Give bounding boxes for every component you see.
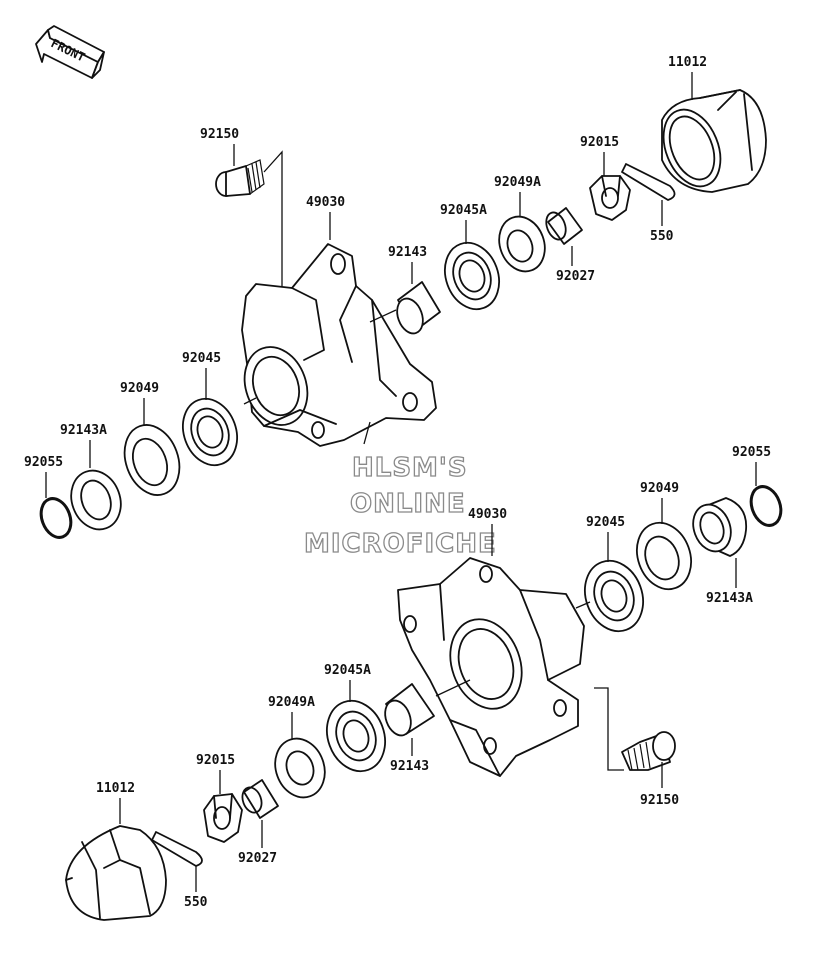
upper-bearing-92045: 92045 <box>182 351 238 467</box>
upper-cap-11012: 11012 <box>661 55 767 193</box>
lower-bearing-a-label: 92045A <box>324 663 371 678</box>
lower-cap-label: 11012 <box>96 781 135 796</box>
upper-cotter-pin-550: 550 <box>621 163 676 244</box>
lower-cap-11012: 11012 <box>65 781 167 921</box>
lower-hub-label: 49030 <box>468 507 507 522</box>
lower-cotter-label: 550 <box>184 895 208 910</box>
lower-assembly: 92055 92143A 92049 92045 <box>65 445 783 921</box>
upper-collar-label: 92143A <box>60 423 107 438</box>
watermark: HLSM'S ONLINE MICROFICHE <box>303 452 497 559</box>
lower-spacer-label: 92027 <box>238 851 277 866</box>
upper-bolt-label: 92150 <box>200 127 239 142</box>
upper-seal-label: 92049 <box>120 381 159 396</box>
upper-washer-92049a: 92049A <box>494 175 546 273</box>
watermark-line-2: ONLINE <box>350 489 466 519</box>
lower-hub-49030: 49030 <box>397 507 585 777</box>
upper-spacer-92027: 92027 <box>545 207 595 284</box>
lower-bearing-label: 92045 <box>586 515 625 530</box>
upper-bearing-92045a: 92045A <box>440 203 500 311</box>
watermark-line-1: HLSM'S <box>352 453 468 483</box>
upper-sleeve-92143: 92143 <box>388 245 441 335</box>
upper-sleeve-label: 92143 <box>388 245 427 260</box>
lower-oring-label: 92055 <box>732 445 771 460</box>
upper-oring-92055: 92055 <box>24 455 73 539</box>
watermark-line-3: MICROFICHE <box>304 529 497 559</box>
upper-collar-92143a: 92143A <box>60 423 122 531</box>
upper-bearing-a-label: 92045A <box>440 203 487 218</box>
lower-seal-92049: 92049 <box>636 481 692 591</box>
upper-nut-label: 92015 <box>580 135 619 150</box>
lower-oring-92055: 92055 <box>732 445 783 527</box>
lower-bearing-92045: 92045 <box>584 515 644 633</box>
upper-oring-label: 92055 <box>24 455 63 470</box>
lower-sleeve-label: 92143 <box>390 759 429 774</box>
lower-bearing-92045a: 92045A <box>324 663 386 773</box>
upper-hub-label: 49030 <box>306 195 345 210</box>
lower-bolt-92150: 92150 <box>594 687 679 808</box>
lower-seal-label: 92049 <box>640 481 679 496</box>
upper-bolt-92150: 92150 <box>200 127 283 290</box>
lower-spacer-92027: 92027 <box>238 779 279 866</box>
front-arrow-icon: FRONT <box>35 25 105 79</box>
lower-collar-label: 92143A <box>706 591 753 606</box>
lower-washer-92049a: 92049A <box>268 695 326 799</box>
upper-nut-92015: 92015 <box>580 135 631 221</box>
lower-washer-label: 92049A <box>268 695 315 710</box>
upper-spacer-label: 92027 <box>556 269 595 284</box>
lower-collar-92143a: 92143A <box>692 497 753 606</box>
upper-cap-label: 11012 <box>668 55 707 70</box>
lower-sleeve-92143: 92143 <box>384 683 435 774</box>
upper-hub-49030: 49030 <box>241 195 437 447</box>
upper-bearing-label: 92045 <box>182 351 221 366</box>
lower-bolt-label: 92150 <box>640 793 679 808</box>
upper-cotter-label: 550 <box>650 229 674 244</box>
lower-cotter-pin-550: 550 <box>151 831 208 910</box>
upper-seal-92049: 92049 <box>120 381 181 496</box>
lower-nut-label: 92015 <box>196 753 235 768</box>
upper-assembly: 11012 92150 49030 <box>24 55 767 539</box>
lower-nut-92015: 92015 <box>196 753 243 843</box>
upper-washer-label: 92049A <box>494 175 541 190</box>
